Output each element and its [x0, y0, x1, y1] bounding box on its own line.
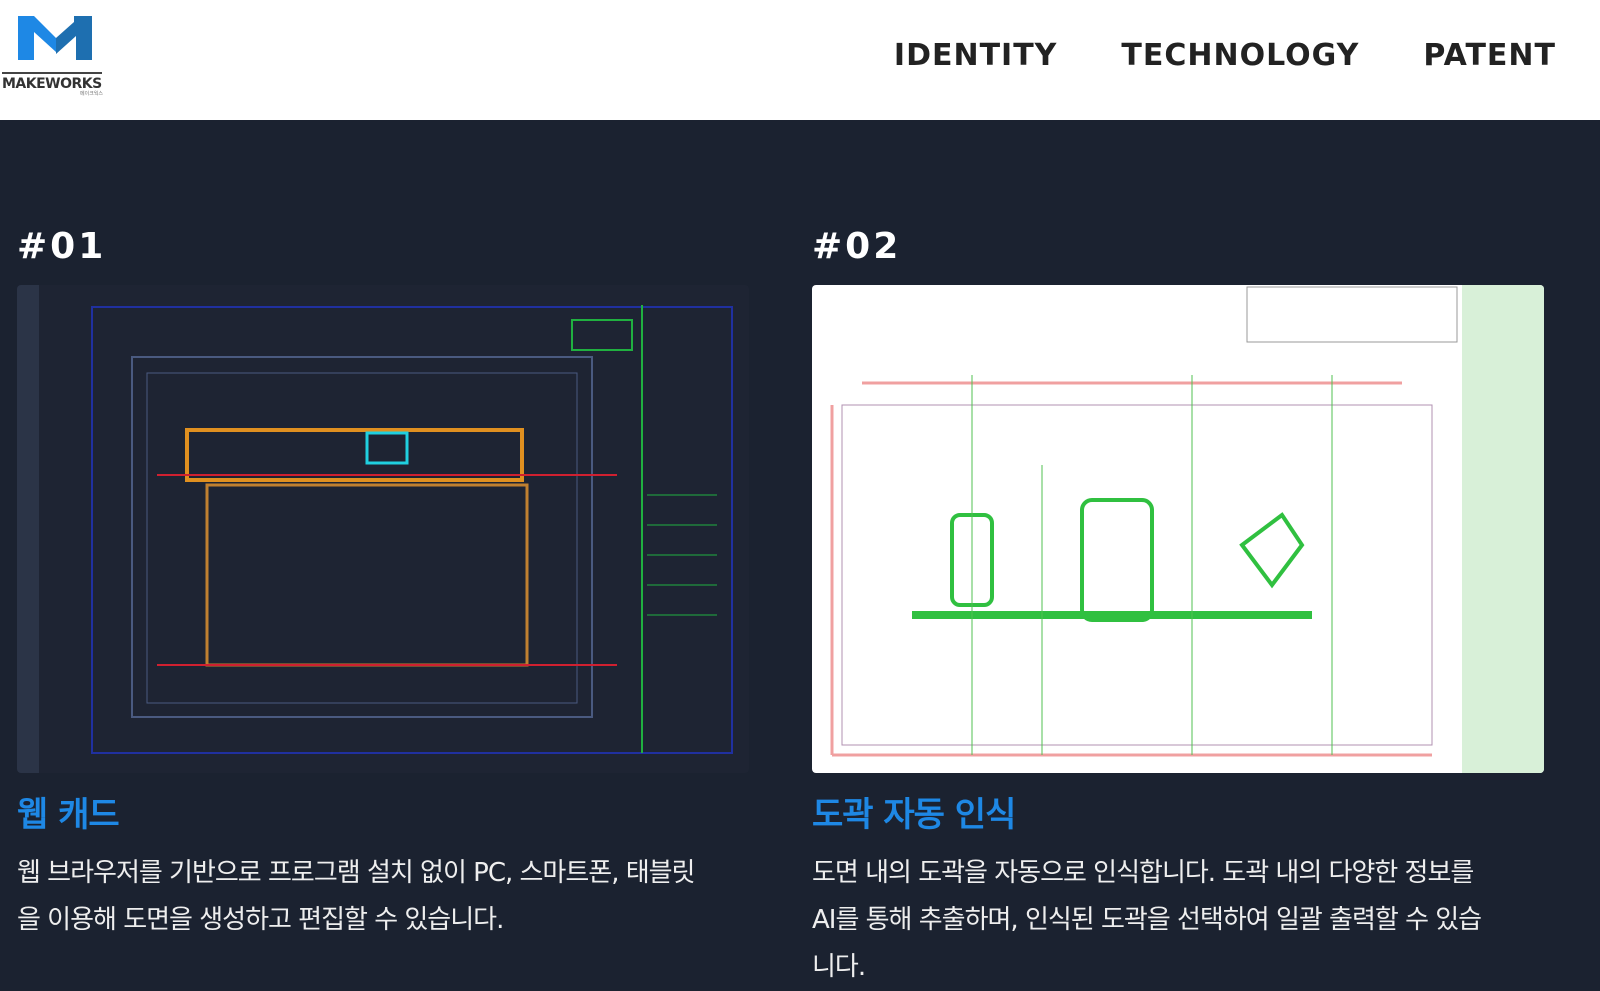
feature-card-web-cad: #01 웹 캐드 웹 브라우저를 기반으로 프로그램 설치 없이 PC, 스마트… — [17, 226, 749, 944]
web-cad-screenshot — [17, 285, 749, 773]
frame-recognition-screenshot — [812, 285, 1544, 773]
nav-identity[interactable]: IDENTITY — [893, 38, 1058, 73]
site-header: MAKEWORKS 메이크웍스 IDENTITY TECHNOLOGY PATE… — [0, 0, 1600, 120]
feature-title: 웹 캐드 — [17, 795, 120, 835]
nav-technology[interactable]: TECHNOLOGY — [1121, 38, 1360, 73]
feature-description: 도면 내의 도곽을 자동으로 인식합니다. 도곽 내의 다양한 정보를 AI를 … — [812, 858, 1482, 982]
logo-subtext: 메이크웍스 — [80, 91, 104, 97]
main-nav: IDENTITY TECHNOLOGY PATENT — [894, 38, 1556, 73]
cad-drawing-image — [17, 285, 733, 773]
feature-number: #01 — [17, 226, 107, 267]
nav-patent[interactable]: PATENT — [1423, 38, 1556, 73]
feature-card-frame-recognition: #02 도곽 자동 인식 도면 내의 도곽을 자동으로 인식합니다. 도곽 내의… — [812, 226, 1544, 991]
logo-wordmark: MAKEWORKS — [2, 72, 102, 92]
makeworks-logo[interactable]: MAKEWORKS 메이크웍스 — [0, 12, 110, 97]
feature-description: 웹 브라우저를 기반으로 프로그램 설치 없이 PC, 스마트폰, 태블릿을 이… — [17, 858, 695, 935]
feature-title: 도곽 자동 인식 — [812, 795, 1016, 835]
feature-number: #02 — [812, 226, 902, 267]
drawing-frame-image — [830, 285, 1544, 773]
logo-mark-icon — [18, 16, 92, 60]
